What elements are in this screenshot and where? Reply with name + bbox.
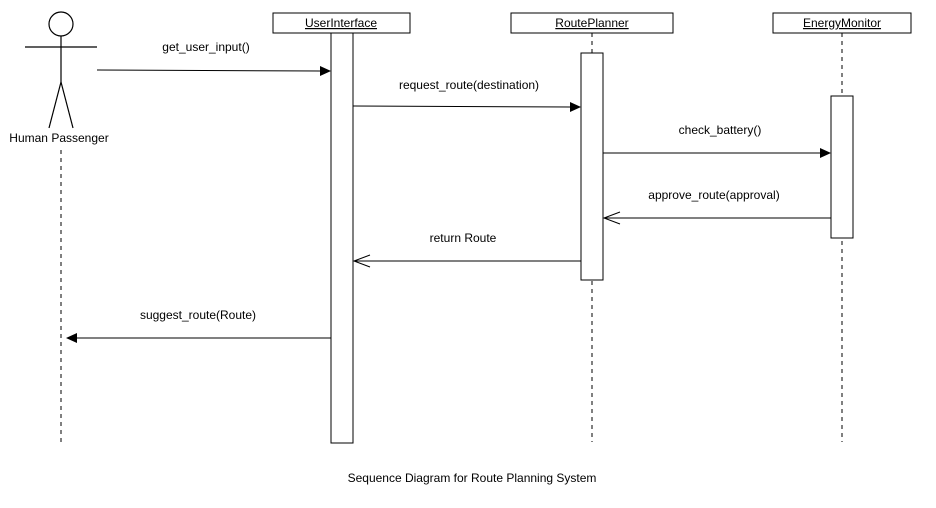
- activation-bar-user-interface: [330, 32, 354, 444]
- message-label-request-route: request_route(destination): [399, 78, 539, 92]
- open-arrowhead-icon: [352, 254, 371, 268]
- diagram-caption: Sequence Diagram for Route Planning Syst…: [348, 471, 597, 485]
- message-get-user-input: get_user_input(): [96, 40, 331, 76]
- activation-bar-energy-monitor: [830, 95, 854, 239]
- participant-route-planner: RoutePlanner: [510, 12, 674, 442]
- filled-arrowhead-icon: [570, 102, 581, 112]
- participant-human-passenger: Human Passenger: [9, 11, 109, 442]
- participant-label-user-interface: UserInterface: [305, 16, 377, 30]
- message-label-suggest-route: suggest_route(Route): [140, 308, 256, 322]
- message-approve-route: approve_route(approval): [602, 188, 831, 225]
- activation-bar-route-planner: [580, 52, 604, 281]
- message-return-route: return Route: [352, 231, 581, 268]
- participant-label-energy-monitor: EnergyMonitor: [803, 16, 881, 30]
- participant-label-route-planner: RoutePlanner: [555, 16, 628, 30]
- actor-stick-figure-icon: [25, 11, 97, 129]
- message-label-get-user-input: get_user_input(): [162, 40, 249, 54]
- participant-label-human-passenger: Human Passenger: [9, 131, 108, 145]
- message-suggest-route: suggest_route(Route): [66, 308, 331, 343]
- message-label-return-route: return Route: [430, 231, 497, 245]
- participant-user-interface: UserInterface: [272, 12, 411, 444]
- filled-arrowhead-icon: [320, 66, 331, 76]
- message-request-route: request_route(destination): [352, 78, 581, 112]
- filled-arrowhead-icon: [820, 148, 831, 158]
- message-arrow-line: [352, 105, 573, 108]
- message-label-approve-route: approve_route(approval): [648, 188, 779, 202]
- open-arrowhead-icon: [602, 211, 621, 225]
- message-check-battery: check_battery(): [603, 123, 831, 158]
- filled-arrowhead-icon: [66, 333, 77, 343]
- message-arrow-line: [96, 69, 323, 72]
- participant-energy-monitor: EnergyMonitor: [772, 12, 912, 442]
- message-label-check-battery: check_battery(): [679, 123, 762, 137]
